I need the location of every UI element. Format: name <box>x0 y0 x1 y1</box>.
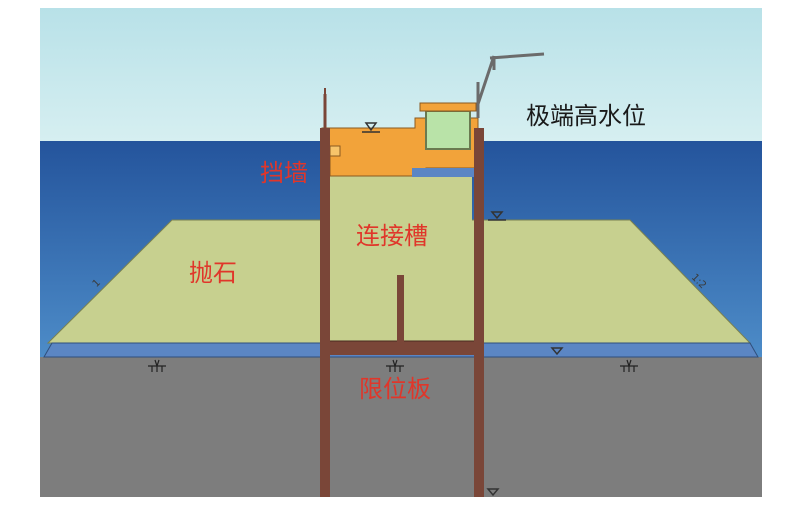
label-riprap: 抛石 <box>189 259 237 287</box>
label-retaining-wall: 挡墙 <box>260 159 308 187</box>
wall-base-strip <box>412 168 474 177</box>
sky <box>40 8 762 141</box>
crane-icon <box>476 52 545 118</box>
seabed <box>40 357 762 497</box>
crane-box-frame <box>419 102 477 112</box>
crane-box <box>425 110 471 150</box>
label-connecting-trough: 连接槽 <box>356 222 428 250</box>
water-level-marker-icon <box>362 122 564 497</box>
seabed-hatch-symbols <box>148 359 638 372</box>
left-pile-wall <box>320 128 330 497</box>
trough-inner-bar <box>397 275 404 343</box>
limit-plate <box>328 341 476 355</box>
wall-notch <box>329 145 341 157</box>
label-extreme-high-water: 极端高水位 <box>526 102 646 130</box>
right-pile-wall <box>474 128 484 497</box>
label-limit-plate: 限位板 <box>359 375 431 403</box>
